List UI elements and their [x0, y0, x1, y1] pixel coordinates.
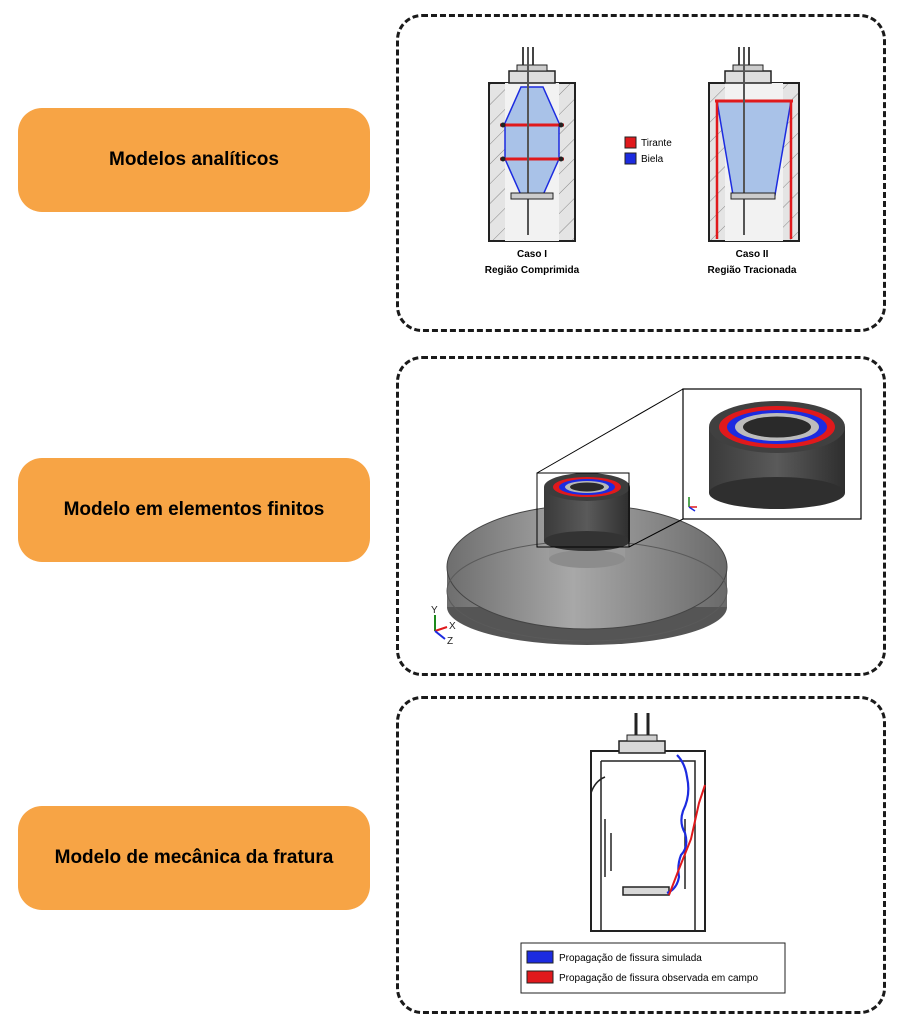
legend-tie-label: Tirante	[641, 138, 672, 149]
legend-simulated-label: Propagação de fissura simulada	[559, 953, 702, 964]
crack-observed-path	[668, 784, 706, 896]
axis-z-label: Z	[447, 636, 453, 647]
legend-observed-label: Propagação de fissura observada em campo	[559, 973, 758, 984]
zoom-selection-box	[536, 472, 630, 548]
fracture-legend: Propagação de fissura simulada Propagaçã…	[520, 942, 786, 994]
case1-title: Caso I	[517, 249, 547, 260]
legend-simulated-swatch	[526, 950, 554, 964]
axis-x-label: X	[449, 621, 456, 632]
analytical-legend: Tirante Biela	[624, 136, 672, 165]
label-finite-element-model: Modelo em elementos finitos	[18, 458, 370, 562]
case2-title: Caso II	[736, 249, 769, 260]
label-analytical-models: Modelos analíticos	[18, 108, 370, 212]
legend-strut-label: Biela	[641, 154, 664, 165]
panel-finite-element-model: Y X Z	[396, 356, 886, 676]
bottom-plate	[622, 886, 670, 896]
axes-triad-icon: Y X Z	[431, 605, 456, 647]
label-analytical-models-text: Modelos analíticos	[109, 149, 279, 170]
analytical-diagram: Caso I Região Comprimida Tirante Biela C…	[485, 47, 800, 276]
case2-drawing: Caso II Região Tracionada	[708, 47, 800, 276]
label-fracture-mechanics-model-text: Modelo de mecânica da fratura	[54, 847, 334, 868]
case1-subtitle: Região Comprimida	[485, 265, 580, 276]
label-fracture-mechanics-model: Modelo de mecânica da fratura	[18, 806, 370, 910]
case2-subtitle: Região Tracionada	[708, 265, 797, 276]
axis-y-label: Y	[431, 605, 438, 616]
case1-strut	[504, 86, 560, 196]
fem-inset	[682, 388, 862, 520]
legend-observed-swatch	[526, 970, 554, 984]
crack-simulated-path	[666, 754, 690, 895]
top-plate	[618, 740, 666, 754]
fem-cylinder	[544, 473, 630, 551]
legend-strut-swatch	[624, 152, 637, 165]
panel-fracture-mechanics-model: Propagação de fissura simulada Propagaçã…	[396, 696, 886, 1014]
fem-diagram: Y X Z	[431, 388, 862, 647]
fracture-diagram: Propagação de fissura simulada Propagaçã…	[520, 713, 786, 994]
case1-drawing: Caso I Região Comprimida	[485, 47, 580, 276]
legend-tie-swatch	[624, 136, 637, 149]
label-finite-element-model-text: Modelo em elementos finitos	[63, 499, 325, 520]
panel-analytical-models: Caso I Região Comprimida Tirante Biela C…	[396, 14, 886, 332]
